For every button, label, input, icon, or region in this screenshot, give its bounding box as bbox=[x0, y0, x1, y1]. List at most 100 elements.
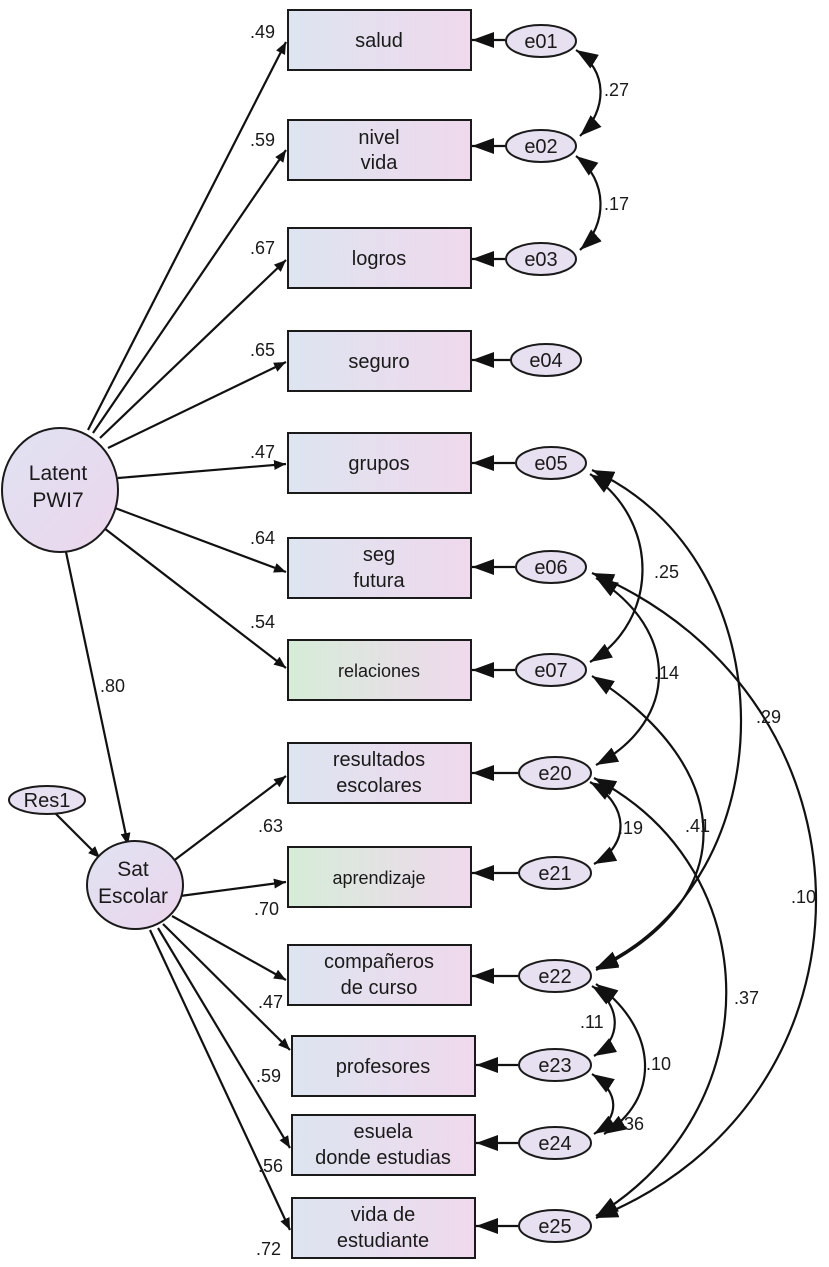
residual-res1-label: Res1 bbox=[24, 790, 71, 812]
coef-vida-estudiante: .72 bbox=[256, 1239, 281, 1259]
label-salud: salud bbox=[355, 30, 403, 52]
error-e04-label: e04 bbox=[529, 350, 562, 372]
cov-label-e01-e02: .27 bbox=[604, 80, 629, 100]
path-sat-resultados bbox=[171, 775, 287, 863]
covariance-coefficients: .27 .17 .25 .14 .29 .10 .19 .41 .37 .11 … bbox=[580, 80, 816, 1134]
residual-res1: Res1 bbox=[8, 785, 86, 815]
cov-e06-e25 bbox=[591, 571, 817, 1220]
error-e05: e05 bbox=[515, 446, 587, 480]
path-sat-profesores bbox=[162, 923, 291, 1051]
error-e20: e20 bbox=[518, 756, 592, 790]
cov-label-e20-e21: .19 bbox=[618, 818, 643, 838]
error-e24: e24 bbox=[518, 1126, 592, 1160]
cov-e20-e25 bbox=[593, 777, 728, 1217]
path-pwi7-sat-escolar bbox=[64, 551, 131, 846]
coef-escuela: .56 bbox=[258, 1156, 283, 1176]
label-logros: logros bbox=[352, 248, 406, 270]
cov-label-e06-e20: .14 bbox=[654, 663, 679, 683]
cov-e01-e02 bbox=[575, 49, 602, 137]
path-pwi7-seg-futura bbox=[114, 506, 287, 574]
latent-sat-escolar: Sat Escolar bbox=[86, 840, 184, 930]
latent-sat-line2: Escolar bbox=[98, 885, 168, 908]
label-profesores: profesores bbox=[336, 1056, 431, 1078]
path-pwi7-relaciones bbox=[103, 527, 287, 669]
box-escuela: esuela donde estudias bbox=[291, 1114, 476, 1176]
cov-label-e22-e24: .10 bbox=[646, 1054, 671, 1074]
loading-coefficients: .49 .59 .67 .65 .47 .64 .54 .80 .63 .70 … bbox=[100, 22, 283, 1259]
label-nivel-vida-line1: nivel bbox=[358, 127, 399, 149]
coef-logros: .67 bbox=[250, 238, 275, 258]
box-salud: salud bbox=[287, 9, 472, 71]
coef-relaciones: .54 bbox=[250, 612, 275, 632]
latent-pwi7-line2: PWI7 bbox=[32, 489, 83, 512]
label-resultados-line1: resultados bbox=[333, 749, 425, 771]
error-e21: e21 bbox=[518, 856, 592, 890]
error-e23: e23 bbox=[518, 1048, 592, 1082]
label-companeros-line1: compañeros bbox=[324, 951, 434, 973]
error-e05-label: e05 bbox=[534, 453, 567, 475]
box-aprendizaje: aprendizaje bbox=[287, 846, 472, 908]
error-paths bbox=[472, 32, 518, 1234]
cov-e05-e07 bbox=[589, 473, 644, 663]
path-pwi7-seguro bbox=[107, 361, 287, 449]
error-e24-label: e24 bbox=[538, 1133, 571, 1155]
error-e22: e22 bbox=[518, 959, 592, 993]
error-e25: e25 bbox=[518, 1209, 592, 1243]
latent-pwi7-line1: Latent bbox=[29, 462, 88, 485]
error-e02-label: e02 bbox=[524, 136, 557, 158]
label-nivel-vida-line2: vida bbox=[361, 152, 399, 174]
path-sat-aprendizaje bbox=[179, 878, 287, 898]
error-e20-label: e20 bbox=[538, 763, 571, 785]
box-seguro: seguro bbox=[287, 330, 472, 392]
cov-label-e05-e22: .29 bbox=[756, 707, 781, 727]
path-pwi7-grupos bbox=[117, 460, 287, 480]
cov-label-e06-e25: .10 bbox=[791, 887, 816, 907]
coef-resultados: .63 bbox=[258, 816, 283, 836]
cov-label-e22-e23: .11 bbox=[580, 1012, 604, 1032]
cov-e02-e03 bbox=[575, 155, 602, 251]
coef-salud: .49 bbox=[250, 22, 275, 42]
sat-loading-paths bbox=[149, 775, 291, 1231]
error-e01: e01 bbox=[505, 24, 577, 58]
error-e06-label: e06 bbox=[534, 557, 567, 579]
error-e23-label: e23 bbox=[538, 1055, 571, 1077]
error-e02: e02 bbox=[505, 129, 577, 163]
box-seg-futura: seg futura bbox=[287, 537, 472, 599]
label-escuela-line1: esuela bbox=[354, 1121, 414, 1143]
label-seguro: seguro bbox=[348, 351, 409, 373]
label-vida-estudiante-line2: estudiante bbox=[337, 1230, 429, 1252]
label-grupos: grupos bbox=[348, 453, 409, 475]
cov-label-e20-e25: .37 bbox=[734, 988, 759, 1008]
box-profesores: profesores bbox=[291, 1035, 476, 1097]
box-vida-de-estudiante: vida de estudiante bbox=[291, 1197, 476, 1259]
cov-label-e07-e22: .41 bbox=[685, 816, 710, 836]
error-e25-label: e25 bbox=[538, 1216, 571, 1238]
label-vida-estudiante-line1: vida de bbox=[351, 1204, 416, 1226]
label-relaciones: relaciones bbox=[338, 661, 420, 681]
cov-e06-e20 bbox=[595, 577, 660, 766]
latent-sat-line1: Sat bbox=[117, 858, 149, 881]
covariance-paths bbox=[575, 49, 817, 1220]
error-e06: e06 bbox=[515, 550, 587, 584]
cov-e07-e22 bbox=[591, 675, 705, 971]
box-resultados-escolares: resultados escolares bbox=[287, 742, 472, 804]
error-e04: e04 bbox=[510, 343, 582, 377]
cov-label-e23-e24: 36 bbox=[624, 1114, 644, 1134]
path-pwi7-salud bbox=[87, 41, 287, 431]
pwi7-loading-paths bbox=[53, 41, 287, 859]
label-aprendizaje: aprendizaje bbox=[332, 868, 425, 888]
error-e21-label: e21 bbox=[538, 863, 571, 885]
error-e03: e03 bbox=[505, 242, 577, 276]
path-pwi7-logros bbox=[99, 259, 287, 439]
cov-e22-e24 bbox=[595, 983, 647, 1135]
path-sat-vida-estudiante bbox=[149, 929, 291, 1231]
label-escuela-line2: donde estudias bbox=[315, 1147, 451, 1169]
path-res1-sat-escolar bbox=[53, 811, 101, 859]
coef-structural: .80 bbox=[100, 676, 125, 696]
coef-grupos: .47 bbox=[250, 442, 275, 462]
box-grupos: grupos bbox=[287, 432, 472, 494]
error-e01-label: e01 bbox=[524, 31, 557, 53]
box-logros: logros bbox=[287, 227, 472, 289]
error-e07: e07 bbox=[515, 653, 587, 687]
